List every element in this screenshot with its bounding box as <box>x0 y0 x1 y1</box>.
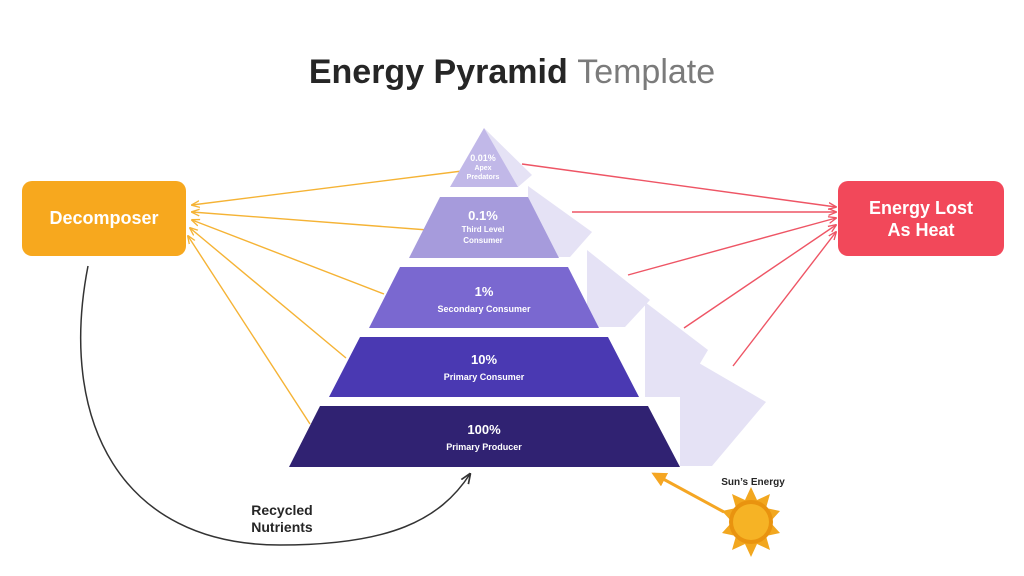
energy-lost-as-heat-box: Energy Lost As Heat <box>838 181 1004 256</box>
arrow-apex-to-heat <box>521 163 836 207</box>
decomposer-box: Decomposer <box>22 181 186 256</box>
recycled-line1: Recycled <box>251 502 313 518</box>
tier-primary-consumer-percent: 10% <box>470 352 498 367</box>
tier-primary-consumer-text: 10% Primary Consumer <box>414 351 554 384</box>
arrow-secondary-to-decomposer <box>192 220 385 295</box>
decomposer-label: Decomposer <box>49 208 159 228</box>
tier-apex-text: 0.01% Apex Predators <box>453 152 513 182</box>
tier-apex-percent: 0.01% <box>470 153 496 163</box>
pyramid-side-faces <box>484 128 766 466</box>
tier-apex-predators <box>450 128 518 187</box>
tier-apex-label-2: Predators <box>466 174 500 181</box>
tier-primary-producer-percent: 100% <box>467 422 501 437</box>
arrow-primary-consumer-to-heat <box>683 225 836 329</box>
sun-energy-label: Sun’s Energy <box>721 477 785 488</box>
arrow-primary-consumer-to-decomposer <box>190 228 347 359</box>
heat-arrows <box>521 163 836 367</box>
tier-secondary-label: Secondary Consumer <box>437 304 531 314</box>
tier-secondary-text: 1% Secondary Consumer <box>414 283 554 316</box>
recycled-nutrients-curve <box>80 265 470 546</box>
tier-primary-producer-label: Primary Producer <box>446 442 522 452</box>
arrow-apex-to-decomposer <box>192 169 471 205</box>
heat-label-line1: Energy Lost <box>868 197 974 218</box>
title-light: Template <box>577 53 716 91</box>
tier-primary-consumer <box>329 337 639 397</box>
tier-primary-producer-text: 100% Primary Producer <box>414 421 554 454</box>
side-face-4 <box>680 352 766 466</box>
tier-third-percent: 0.1% <box>468 208 498 223</box>
arrow-third-to-decomposer <box>192 212 429 231</box>
recycled-nutrients-label: Recycled Nutrients <box>222 502 342 536</box>
tier-third-level-consumer <box>409 197 559 258</box>
arrow-producer-to-heat <box>732 232 836 367</box>
tier-secondary-percent: 1% <box>474 284 494 299</box>
page-title: Energy Pyramid Template <box>0 50 1024 94</box>
title-bold: Energy Pyramid <box>308 53 568 91</box>
heat-label-line2: As Heat <box>887 219 955 240</box>
arrow-producer-to-decomposer <box>188 236 311 425</box>
tier-primary-producer <box>289 406 680 467</box>
sun-icon <box>722 487 780 557</box>
tier-third-label-2: Consumer <box>463 236 503 245</box>
tier-third-text: 0.1% Third Level Consumer <box>433 207 533 246</box>
pyramid-tiers <box>289 128 680 467</box>
recycled-line2: Nutrients <box>251 519 313 535</box>
tier-secondary-consumer <box>369 267 599 328</box>
decomposer-arrows <box>188 169 471 425</box>
sun-energy-arrow <box>651 472 725 514</box>
tier-apex-label-1: Apex <box>474 165 492 172</box>
side-face-2 <box>587 250 650 327</box>
tier-primary-consumer-label: Primary Consumer <box>443 372 525 382</box>
arrow-secondary-to-heat <box>627 218 836 276</box>
tier-third-label-1: Third Level <box>461 225 505 234</box>
